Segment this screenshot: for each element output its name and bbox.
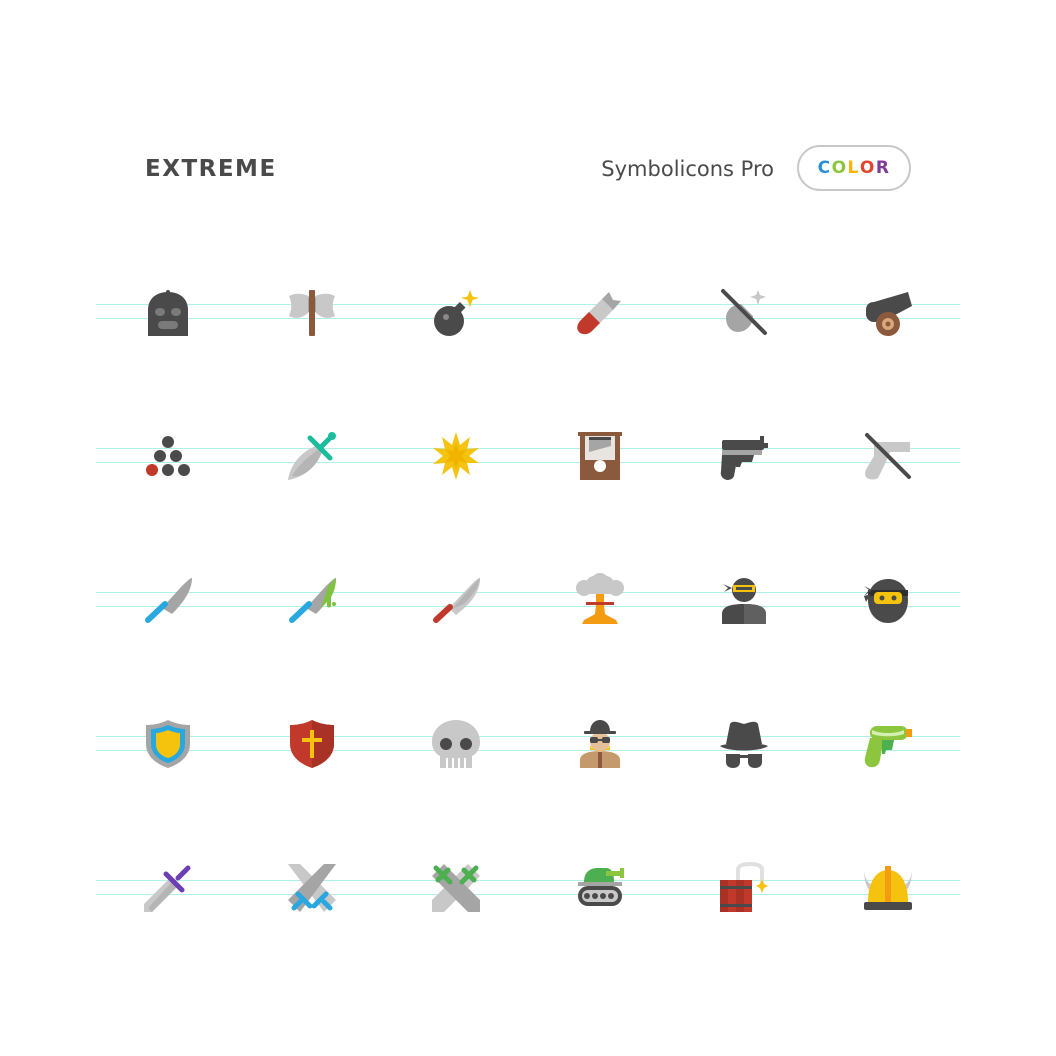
- machete-icon: [432, 576, 480, 624]
- guide-line: [96, 736, 960, 737]
- missile-icon: [576, 288, 624, 336]
- crossed-green-swords-icon: [432, 864, 480, 912]
- viking-helmet-icon: [864, 864, 912, 912]
- no-bombs-icon: [720, 288, 768, 336]
- cannon-icon: [864, 288, 912, 336]
- handgun-icon: [720, 432, 768, 480]
- no-guns-icon: [864, 432, 912, 480]
- explosion-icon: [432, 432, 480, 480]
- guide-line: [96, 462, 960, 463]
- guide-line: [96, 880, 960, 881]
- crossed-swords-icon: [288, 864, 336, 912]
- balaclava-icon: [144, 288, 192, 336]
- tank-icon: [576, 864, 624, 912]
- cannonballs-icon: [144, 432, 192, 480]
- shield-icon: [144, 720, 192, 768]
- guide-line: [96, 448, 960, 449]
- knife-icon: [144, 576, 192, 624]
- sword-icon: [144, 864, 192, 912]
- incognito-icon: [720, 720, 768, 768]
- battle-axe-icon: [288, 288, 336, 336]
- dagger-icon: [288, 432, 336, 480]
- guide-line: [96, 750, 960, 751]
- guide-line: [96, 592, 960, 593]
- crusader-shield-icon: [288, 720, 336, 768]
- bloody-knife-icon: [288, 576, 336, 624]
- guide-line: [96, 318, 960, 319]
- ninja-head-icon: [864, 576, 912, 624]
- ninja-icon: [720, 576, 768, 624]
- mushroom-cloud-icon: [576, 573, 624, 624]
- guillotine-icon: [576, 432, 624, 480]
- badge-letter: L: [847, 158, 860, 178]
- badge-letter: R: [875, 158, 891, 178]
- badge-letter: O: [831, 158, 848, 178]
- guide-line: [96, 304, 960, 305]
- bomb-icon: [432, 288, 480, 336]
- brand-name: Symbolicons Pro: [601, 157, 774, 181]
- set-title: EXTREME: [145, 156, 277, 182]
- guide-line: [96, 606, 960, 607]
- guide-line: [96, 894, 960, 895]
- water-gun-icon: [864, 720, 912, 768]
- badge-letter: C: [817, 158, 832, 178]
- dynamite-icon: [720, 861, 768, 912]
- spy-icon: [576, 720, 624, 768]
- skull-icon: [432, 720, 480, 768]
- badge-letter: O: [859, 158, 876, 178]
